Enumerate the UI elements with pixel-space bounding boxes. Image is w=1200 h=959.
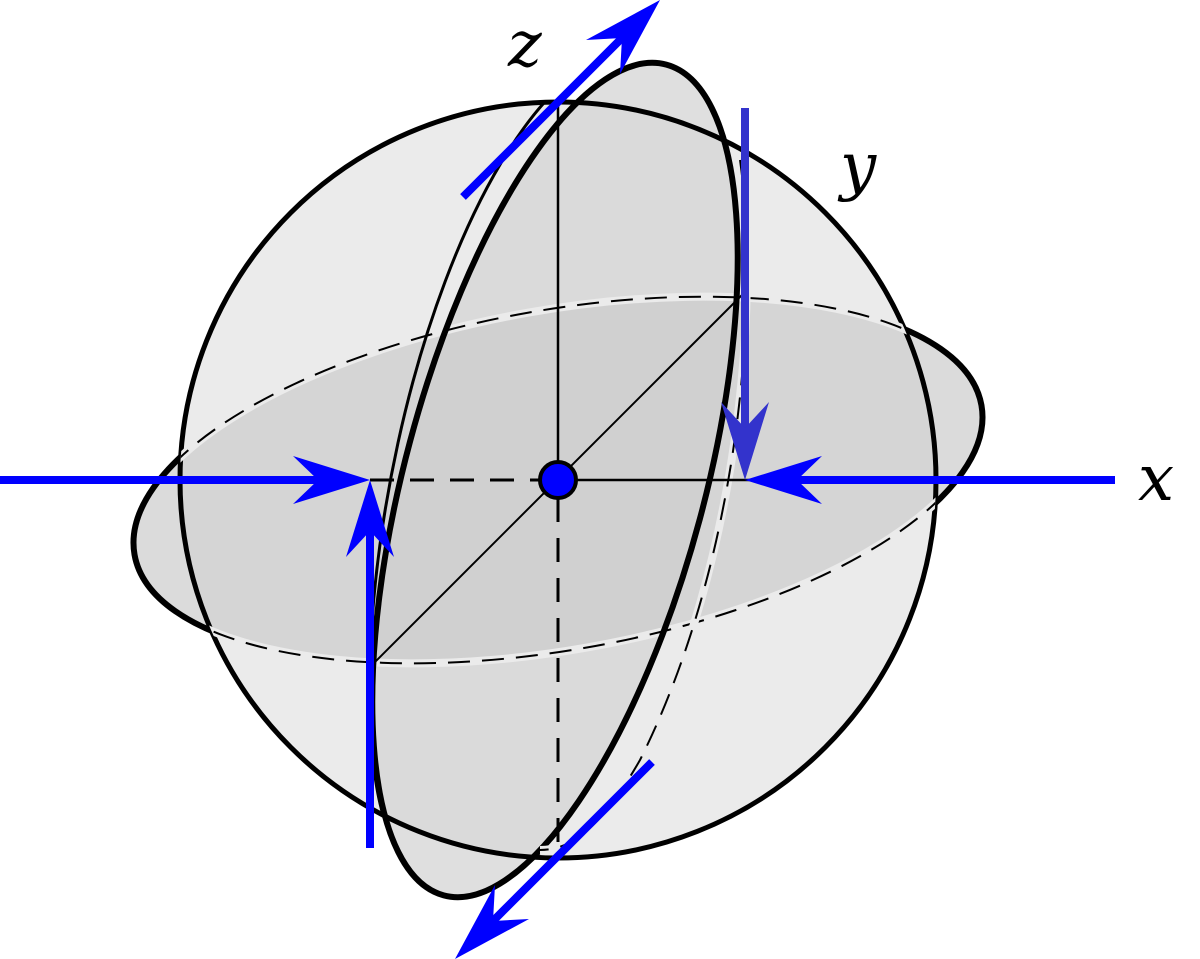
x-axis-label: x (1138, 442, 1174, 516)
arrows (0, 0, 1115, 959)
arrow-z-bottom-shaft (482, 759, 655, 932)
arrow-y-top-head (721, 402, 769, 480)
y-axis-label: y (837, 130, 877, 204)
z-axis-label: z (507, 8, 543, 82)
arrow-z-top-shaft (460, 27, 633, 200)
arrow-y-bottom-head (346, 480, 394, 557)
center-dot (538, 460, 578, 500)
arrow-z-bottom-head (455, 885, 529, 959)
horizontal-plane-dashed-edge (180, 295, 936, 665)
arrow-x-left-head (293, 456, 370, 504)
arrow-z-top-head (586, 0, 660, 74)
vertical-plane-outline (369, 59, 741, 901)
arrow-x-right-head (745, 456, 822, 504)
